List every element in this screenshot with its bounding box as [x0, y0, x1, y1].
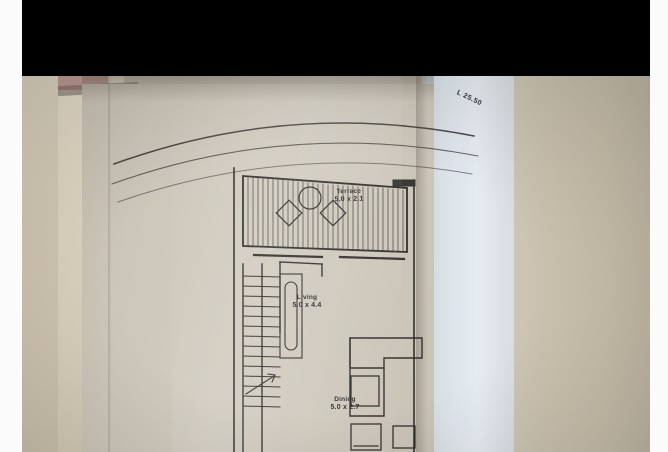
terrace-corner-marker	[392, 179, 416, 187]
living-armchair	[350, 375, 380, 407]
dining-dimensions: 5.0 x 2.7	[330, 404, 360, 412]
living-dimensions: 5.0 x 4.4	[292, 302, 322, 310]
stair-direction-arrow	[245, 373, 276, 395]
right-margin	[650, 0, 668, 452]
radiator-element	[279, 273, 303, 359]
interior-walls	[242, 261, 323, 452]
room-label-dining: Dining 5.0 x 2.7	[317, 396, 373, 413]
page-top-shading	[82, 76, 434, 102]
terrace-threshold	[252, 253, 406, 261]
living-sofa-l-shape	[349, 337, 423, 417]
background-wall-right	[504, 76, 650, 452]
terrace-outline	[242, 175, 408, 253]
terrace-railing-hatching	[247, 176, 404, 253]
balcony-arc-group	[111, 122, 479, 203]
brochure-photo: Terrace 5.0 x 2.1 Living 5.0 x 4.4 Dinin…	[22, 76, 650, 452]
floor-plan-drawing	[111, 122, 479, 452]
living-side-table	[392, 425, 416, 449]
booklet-left-page	[82, 84, 434, 452]
room-label-living: Living 5.0 x 4.4	[280, 294, 334, 311]
page-crease	[108, 76, 111, 452]
building-outline	[233, 167, 415, 452]
living-coffee-table	[350, 423, 382, 451]
living-name: Living	[296, 294, 318, 301]
terrace-dimensions: 5.0 x 2.1	[334, 195, 364, 204]
room-label-terrace: Terrace 5.0 x 2.1	[322, 187, 376, 205]
dining-name: Dining	[334, 396, 356, 403]
letterbox-bar	[22, 0, 650, 76]
left-margin	[0, 0, 22, 452]
terrace-furniture	[275, 186, 347, 227]
booklet-right-page	[422, 76, 514, 452]
